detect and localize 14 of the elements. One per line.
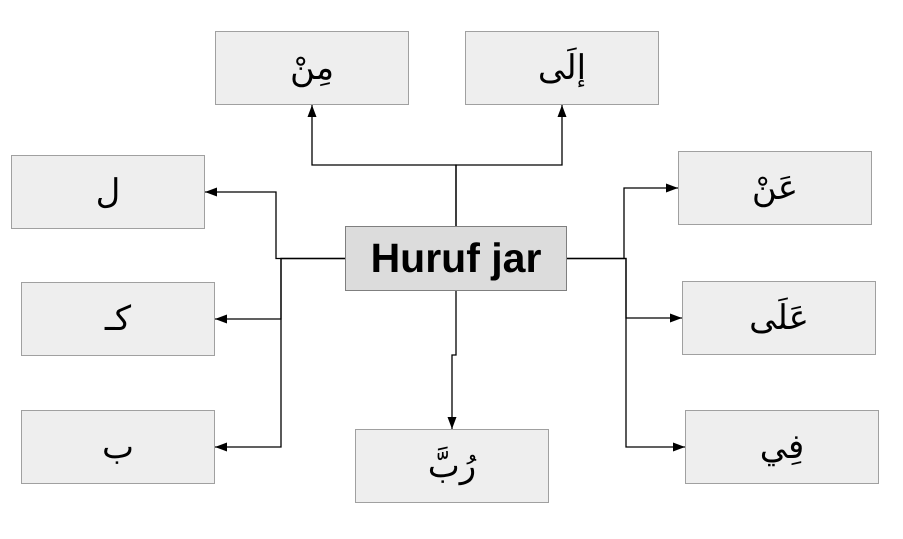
letter-box: عَلَى <box>682 281 876 355</box>
letter-box: ب <box>21 410 215 484</box>
letter-box: إلَى <box>465 31 659 105</box>
connector-arrow <box>455 105 566 226</box>
letter-box: رُبَّ <box>355 429 549 503</box>
letter-box: كـ <box>21 282 215 356</box>
connector-arrow <box>567 258 685 452</box>
letter-box: فِي <box>685 410 879 484</box>
title-box: Huruf jar <box>345 226 567 291</box>
connector-arrow <box>448 291 457 429</box>
letter-box: ل <box>11 155 205 229</box>
letter-box: مِنْ <box>215 31 409 105</box>
connector-arrow <box>215 258 345 452</box>
letter-box: عَنْ <box>678 151 872 225</box>
